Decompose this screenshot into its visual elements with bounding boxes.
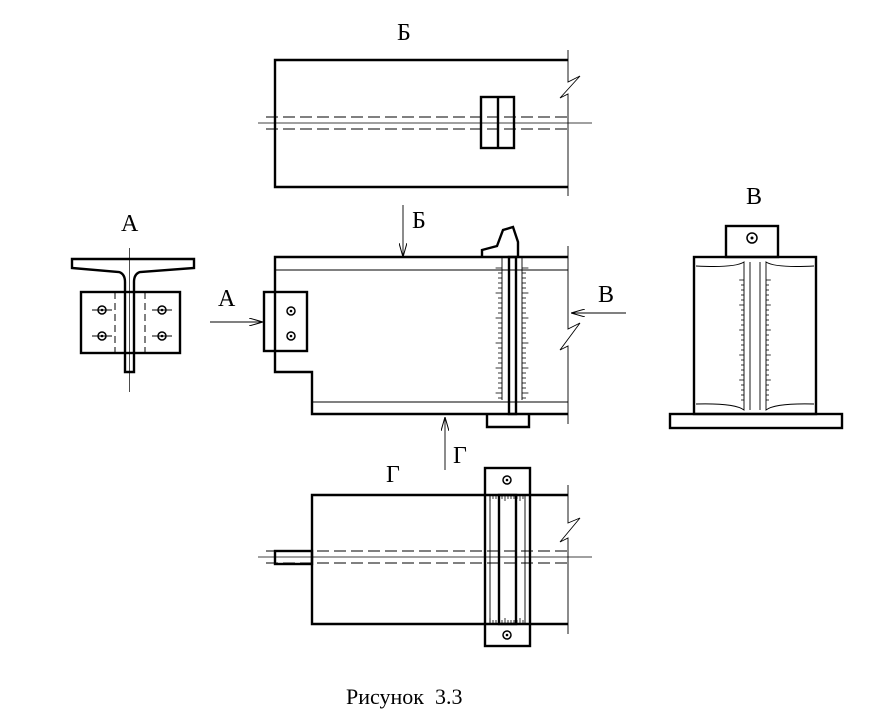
section-view-a: А (70, 211, 196, 392)
ruler-v (739, 279, 771, 401)
label-arrow-g: Г (453, 443, 467, 469)
ruler-g (489, 495, 524, 624)
label-view-g-title: Г (386, 462, 400, 488)
main-front-view: Б А В Г (210, 205, 626, 470)
label-arrow-b: Б (412, 208, 426, 234)
label-view-b-title: Б (397, 20, 411, 46)
section-view-v: В (668, 184, 844, 430)
label-arrow-v: В (598, 282, 614, 308)
label-view-a-title: А (121, 211, 139, 237)
label-view-v-title: В (746, 184, 762, 210)
ruler-main (495, 267, 529, 399)
figure-caption: Рисунок 3.3 (346, 684, 462, 709)
top-view-b: Б (258, 20, 592, 196)
label-arrow-a: А (218, 286, 236, 312)
bottom-view-g: Г (258, 462, 592, 648)
